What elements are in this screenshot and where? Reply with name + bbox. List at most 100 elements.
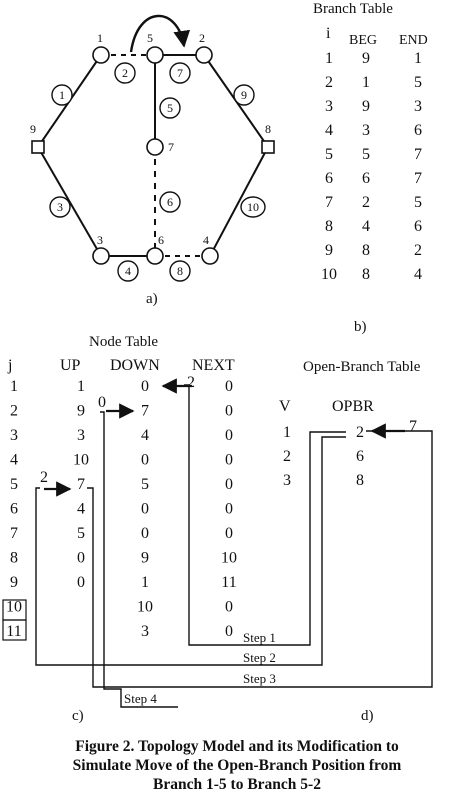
node-label: 9 (30, 122, 36, 136)
old-value-up-5: 2 (40, 469, 48, 486)
branch-label-4: 4 (117, 260, 139, 282)
node-label: 2 (199, 31, 205, 45)
branch-cell-i: 8 (325, 218, 333, 235)
branch-label-2: 2 (114, 62, 136, 84)
open-branch-title: Open-Branch Table (303, 359, 421, 375)
node-cell-j: 4 (10, 452, 18, 469)
branch-cell-beg: 4 (362, 218, 370, 235)
branch-cell-end: 5 (414, 74, 422, 91)
svg-text:3: 3 (57, 200, 63, 214)
open-branch-cell-v: 3 (283, 472, 291, 489)
node-cell-j: 1 (10, 378, 18, 395)
branch-cell-end: 2 (414, 242, 422, 259)
branch-label-7: 7 (169, 62, 191, 84)
branch-cell-beg: 8 (362, 266, 370, 283)
node-6 (146, 247, 164, 265)
node-label: 7 (168, 140, 174, 154)
node-4 (201, 247, 219, 265)
node-cell-up: 5 (77, 525, 85, 542)
step-label-3: Step 3 (243, 671, 276, 686)
node-cell-up: 7 (77, 476, 85, 493)
node-header-up: UP (60, 357, 81, 374)
branch-cell-i: 4 (325, 122, 333, 139)
branch-label-3: 3 (49, 196, 71, 218)
branch-cell-end: 5 (414, 194, 422, 211)
open-branch-cell-opbr: 2 (356, 424, 364, 441)
branch-cell-i: 10 (321, 266, 337, 283)
node-1 (92, 46, 110, 64)
branch-cell-beg: 5 (362, 146, 370, 163)
node-2 (195, 46, 213, 64)
branch-cell-i: 7 (325, 194, 333, 211)
branch-cell-end: 3 (414, 98, 422, 115)
node-8 (261, 140, 275, 154)
svg-text:2: 2 (122, 66, 128, 80)
figure-caption-line2: Simulate Move of the Open-Branch Positio… (72, 757, 402, 774)
open-branch-cell-v: 1 (283, 424, 291, 441)
network-diagram (37, 14, 269, 257)
svg-text:10: 10 (247, 200, 259, 214)
open-branch-header-v: V (279, 398, 291, 415)
node-label: 8 (265, 122, 271, 136)
branch-label-8: 8 (169, 260, 191, 282)
branch-cell-end: 7 (414, 170, 422, 187)
branch-cell-end: 6 (414, 218, 422, 235)
node-label: 1 (97, 31, 103, 45)
old-value-opbr-1: 7 (409, 418, 417, 435)
old-values: 2 0 2 7 (40, 374, 417, 486)
old-value-down-2: 0 (98, 394, 106, 411)
step-4-line (100, 411, 178, 708)
node-cell-up: 3 (77, 427, 85, 444)
open-branch-cell-opbr: 8 (356, 472, 364, 489)
branch-cell-beg: 9 (362, 98, 370, 115)
node-cell-next: 0 (225, 599, 233, 616)
figure-caption-line1: Figure 2. Topology Model and its Modific… (75, 738, 399, 755)
node-cell-j: 10 (6, 599, 22, 616)
branch-cell-i: 9 (325, 242, 333, 259)
svg-text:8: 8 (177, 264, 183, 278)
branch-line-3 (37, 146, 102, 257)
caption-b: b) (354, 319, 367, 335)
node-cell-j: 5 (10, 476, 18, 493)
branch-label-10: 10 (240, 196, 266, 218)
node-cell-down: 5 (141, 476, 149, 493)
branch-label-1: 1 (51, 84, 73, 106)
node-labels: 1 5 2 7 3 6 4 9 8 (30, 31, 271, 247)
node-cell-down: 1 (141, 574, 149, 591)
branch-cell-i: 6 (325, 170, 333, 187)
node-cell-up: 10 (73, 452, 89, 469)
step-label-2: Step 2 (243, 650, 276, 665)
branch-cell-i: 1 (325, 50, 333, 67)
node-cell-j: 9 (10, 574, 18, 591)
node-cell-down: 0 (141, 452, 149, 469)
node-cell-down: 7 (141, 403, 149, 420)
node-header-next: NEXT (192, 357, 235, 374)
branch-label-9: 9 (233, 84, 255, 106)
svg-text:4: 4 (125, 264, 131, 278)
branch-cell-end: 4 (414, 266, 422, 283)
svg-text:9: 9 (241, 88, 247, 102)
node-cell-next: 0 (225, 403, 233, 420)
node-cell-j: 6 (10, 501, 18, 518)
node-markers (31, 46, 275, 265)
move-arrow (129, 14, 191, 53)
branch-line-10 (209, 146, 269, 257)
node-cell-up: 0 (77, 550, 85, 567)
node-cell-j: 7 (10, 525, 18, 542)
node-cell-up: 1 (77, 378, 85, 395)
caption-d: d) (361, 708, 374, 724)
branch-label-5: 5 (159, 97, 181, 119)
branch-header-i: i (326, 25, 331, 42)
node-cell-down: 3 (141, 623, 149, 640)
node-header-j: j (7, 357, 12, 374)
open-branch-header-opbr: OPBR (332, 398, 374, 415)
svg-text:6: 6 (167, 195, 173, 209)
step-3-line (87, 430, 433, 688)
